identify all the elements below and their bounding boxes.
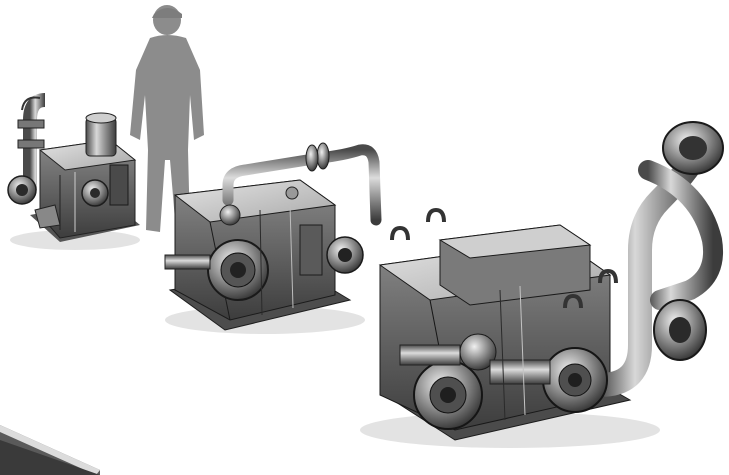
small-pump-unit — [7, 93, 140, 250]
large-pump-unit — [360, 121, 724, 448]
pipe-fragment — [0, 425, 100, 475]
medium-pump-unit — [164, 142, 382, 334]
human-silhouette — [130, 5, 204, 232]
